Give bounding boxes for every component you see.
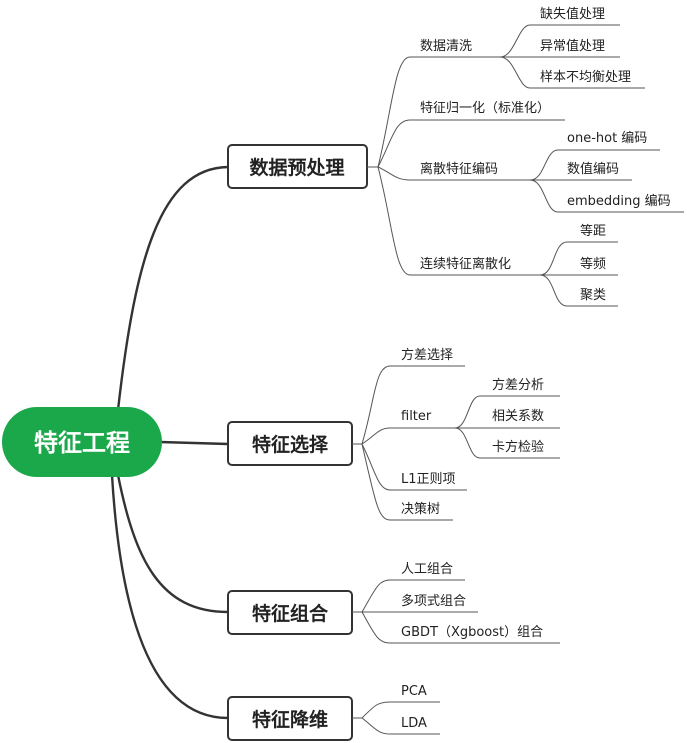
main-node-preprocessing[interactable]: 数据预处理: [227, 144, 368, 189]
connector-root-combination: [116, 474, 229, 614]
branch-reduction: 特征降维 PCA LDA: [227, 684, 440, 741]
connector: [361, 443, 391, 521]
topic-label: 方差选择: [401, 347, 453, 363]
connector-root-preprocess: [116, 165, 229, 411]
connector: [361, 717, 391, 735]
topic-label: PCA: [401, 684, 427, 699]
main-node-reduction[interactable]: 特征降维: [227, 696, 353, 741]
main-node-label: 特征组合: [252, 602, 329, 625]
connector: [454, 395, 481, 429]
leaf-chi-square[interactable]: 卡方检验: [480, 439, 560, 459]
leaf-label: 异常值处理: [540, 38, 605, 54]
topic-label: filter: [401, 409, 432, 424]
topic-variance-selection[interactable]: 方差选择: [390, 347, 465, 367]
topic-normalization[interactable]: 特征归一化（标准化）: [410, 101, 565, 121]
leaf-label: 缺失值处理: [540, 6, 605, 22]
topic-decision-tree[interactable]: 决策树: [390, 501, 453, 521]
topic-filter[interactable]: filter: [390, 409, 455, 429]
leaf-label: 样本不均衡处理: [540, 70, 631, 85]
connector: [499, 56, 531, 89]
leaf-label: one-hot 编码: [567, 131, 647, 146]
connector: [361, 701, 391, 719]
topic-lda[interactable]: LDA: [390, 716, 440, 735]
root-node[interactable]: 特征工程: [2, 407, 162, 477]
connector: [377, 56, 411, 168]
connector: [361, 427, 391, 445]
connector: [529, 149, 559, 181]
root-node-box: [2, 407, 162, 477]
topic-polynomial-combination[interactable]: 多项式组合: [390, 593, 478, 613]
topic-label: 人工组合: [401, 562, 453, 577]
leaf-onehot[interactable]: one-hot 编码: [558, 131, 660, 151]
connector: [377, 119, 411, 168]
leaf-clustering[interactable]: 聚类: [567, 288, 618, 307]
connector: [499, 24, 531, 58]
branch-selection: 特征选择 方差选择 filter 方差分析 相关系数 卡方检验: [227, 347, 560, 521]
root-node-label: 特征工程: [34, 429, 130, 457]
main-node-selection[interactable]: 特征选择: [227, 421, 353, 466]
leaf-label: 聚类: [580, 288, 606, 303]
connector: [361, 443, 391, 491]
topic-label: LDA: [401, 716, 427, 731]
topic-label: GBDT（Xgboost）组合: [401, 625, 543, 640]
connector-root-reduction: [110, 474, 229, 720]
topic-label: 连续特征离散化: [420, 256, 511, 272]
topic-discretization[interactable]: 连续特征离散化: [410, 256, 540, 276]
main-node-label: 特征选择: [252, 433, 329, 456]
main-node-label: 数据预处理: [249, 156, 344, 179]
connector: [361, 579, 391, 613]
leaf-numeric-encoding[interactable]: 数值编码: [558, 161, 632, 181]
connector: [539, 241, 568, 276]
topic-gbdt-combination[interactable]: GBDT（Xgboost）组合: [390, 625, 560, 644]
connector: [539, 274, 568, 307]
topic-label: 多项式组合: [401, 593, 466, 609]
connector: [377, 166, 411, 276]
topic-label: 数据清洗: [420, 39, 472, 54]
topic-label: L1正则项: [401, 472, 456, 487]
leaf-equal-width[interactable]: 等距: [567, 223, 618, 243]
leaf-embedding[interactable]: embedding 编码: [558, 194, 684, 213]
topic-pca[interactable]: PCA: [390, 684, 440, 703]
leaf-label: embedding 编码: [567, 194, 671, 209]
topic-manual-combination[interactable]: 人工组合: [390, 562, 465, 581]
leaf-label: 等距: [580, 223, 606, 239]
connector: [361, 611, 391, 644]
topic-l1[interactable]: L1正则项: [390, 472, 467, 491]
branch-combination: 特征组合 人工组合 多项式组合 GBDT（Xgboost）组合: [227, 562, 560, 644]
leaf-outlier[interactable]: 异常值处理: [530, 38, 620, 58]
connector: [454, 427, 481, 459]
connector-root-selection: [159, 440, 229, 446]
leaf-anova[interactable]: 方差分析: [480, 377, 560, 397]
topic-label: 离散特征编码: [420, 161, 498, 177]
topic-label: 决策树: [401, 501, 440, 517]
connector: [361, 365, 391, 445]
connector: [529, 179, 559, 213]
leaf-label: 相关系数: [492, 409, 544, 424]
connector: [377, 166, 411, 181]
branch-preprocessing: 数据预处理 数据清洗 缺失值处理 异常值处理 样本不均衡处理: [227, 6, 684, 307]
leaf-label: 卡方检验: [492, 439, 544, 455]
main-node-label: 特征降维: [252, 708, 328, 731]
main-node-combination[interactable]: 特征组合: [227, 590, 353, 635]
leaf-imbalance[interactable]: 样本不均衡处理: [530, 70, 645, 89]
leaf-correlation[interactable]: 相关系数: [480, 409, 560, 429]
topic-discrete-encoding[interactable]: 离散特征编码: [410, 161, 530, 181]
root-connectors: [110, 165, 229, 720]
leaf-label: 数值编码: [567, 161, 619, 177]
leaf-label: 方差分析: [492, 377, 544, 393]
leaf-equal-freq[interactable]: 等频: [567, 256, 618, 276]
topic-data-cleaning[interactable]: 数据清洗: [410, 39, 500, 58]
leaf-label: 等频: [580, 256, 606, 272]
leaf-missing-value[interactable]: 缺失值处理: [530, 6, 620, 26]
topic-label: 特征归一化（标准化）: [420, 101, 550, 116]
